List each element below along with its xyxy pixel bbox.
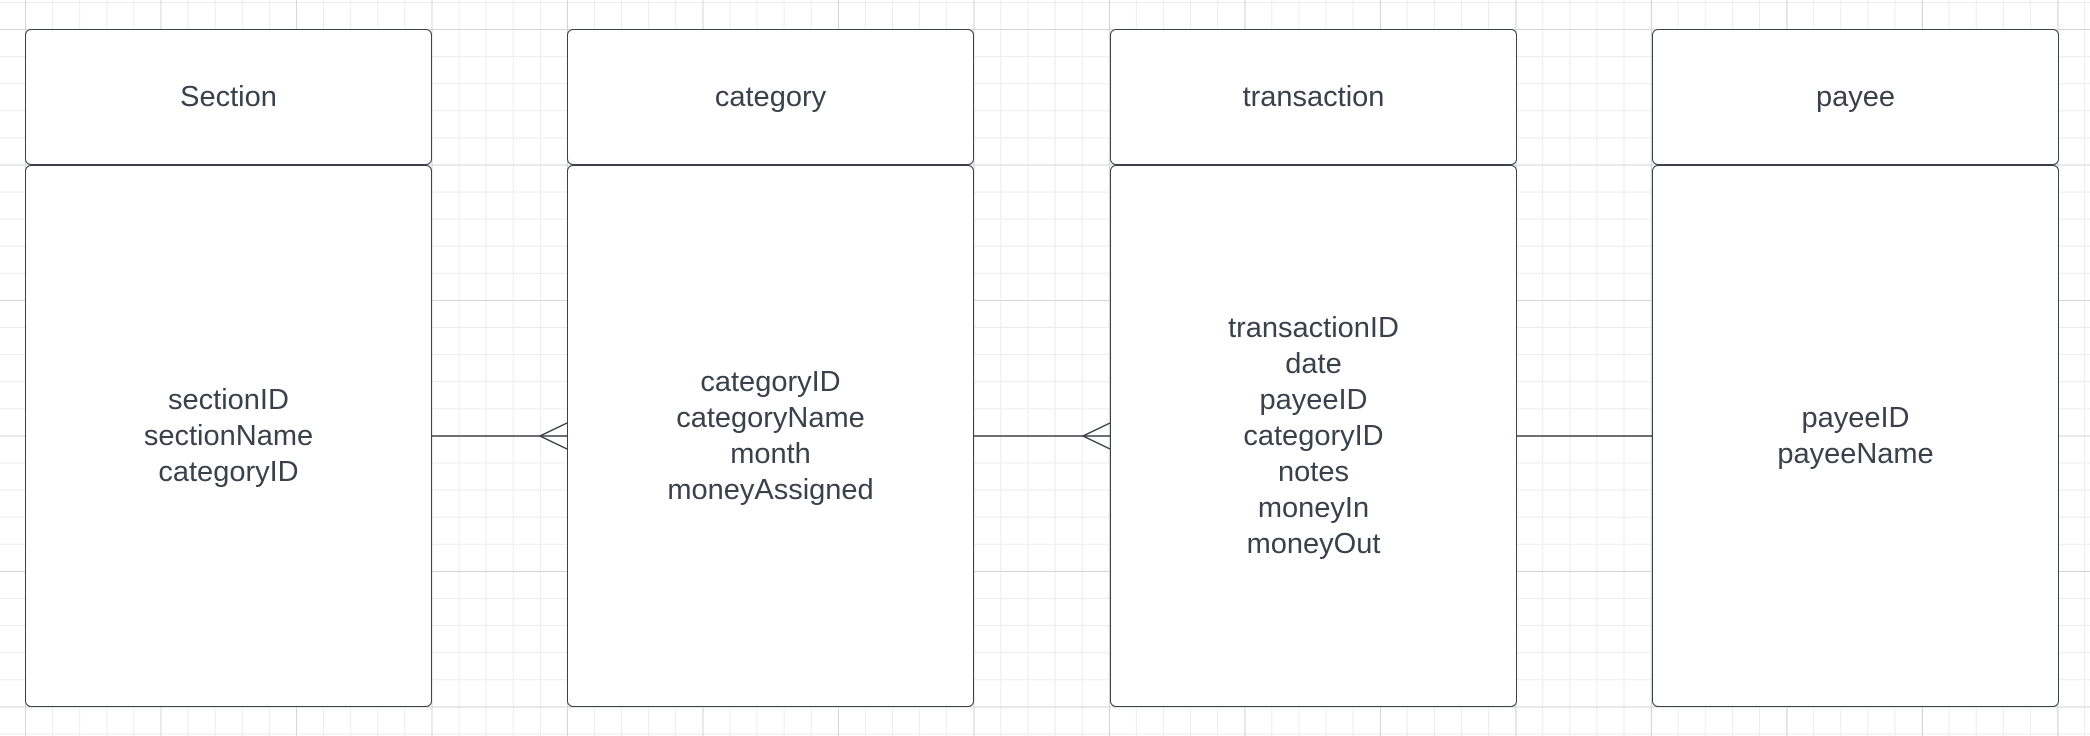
entity-title: payee: [1815, 80, 1895, 113]
entity-header[interactable]: payee: [1652, 29, 2059, 165]
field-categoryid: categoryID: [1243, 420, 1384, 452]
field-payeename: payeeName: [1777, 438, 1934, 470]
entity-fields[interactable]: categoryID categoryName month moneyAssig…: [567, 165, 974, 707]
entity-title: Section: [180, 80, 277, 113]
field-categoryname: categoryName: [676, 402, 865, 434]
entity-header[interactable]: Section: [25, 29, 432, 165]
field-categoryid: categoryID: [700, 366, 841, 398]
entity-category[interactable]: category categoryID categoryName month m…: [567, 29, 974, 707]
field-payeeid: payeeID: [1259, 384, 1368, 416]
field-sectionname: sectionName: [143, 420, 314, 452]
field-transactionid: transactionID: [1228, 312, 1399, 344]
crows-foot-many-icon: [538, 422, 568, 450]
entity-fields[interactable]: payeeID payeeName: [1652, 165, 2059, 707]
entity-title: transaction: [1242, 80, 1385, 113]
field-categoryid: categoryID: [158, 456, 299, 488]
crows-foot-many-icon: [1081, 422, 1111, 450]
entity-title: category: [714, 80, 827, 113]
field-date: date: [1285, 348, 1342, 380]
field-moneyassigned: moneyAssigned: [667, 474, 874, 506]
field-moneyout: moneyOut: [1246, 528, 1381, 560]
entity-fields[interactable]: transactionID date payeeID categoryID no…: [1110, 165, 1517, 707]
field-month: month: [730, 438, 811, 470]
connector-category-transaction[interactable]: [974, 422, 1111, 450]
connector-section-category[interactable]: [432, 422, 568, 450]
field-payeeid: payeeID: [1801, 402, 1910, 434]
entity-fields[interactable]: sectionID sectionName categoryID: [25, 165, 432, 707]
field-sectionid: sectionID: [168, 384, 289, 416]
entity-payee[interactable]: payee payeeID payeeName: [1652, 29, 2059, 707]
entity-section[interactable]: Section sectionID sectionName categoryID: [25, 29, 432, 707]
entity-transaction[interactable]: transaction transactionID date payeeID c…: [1110, 29, 1517, 707]
entity-header[interactable]: category: [567, 29, 974, 165]
entity-header[interactable]: transaction: [1110, 29, 1517, 165]
field-moneyin: moneyIn: [1257, 492, 1370, 524]
field-notes: notes: [1278, 456, 1349, 488]
